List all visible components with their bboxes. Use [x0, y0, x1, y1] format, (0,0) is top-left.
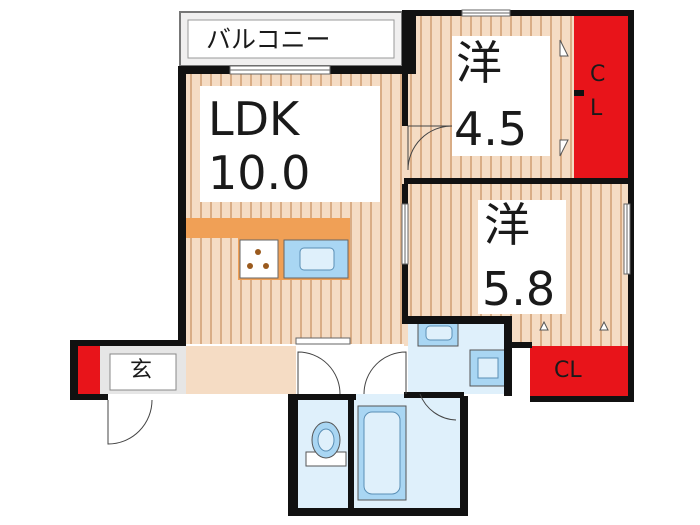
- balcony-label: バルコニー: [206, 25, 331, 54]
- washing-machine-space: [469, 349, 507, 387]
- corridor-floor: [186, 346, 408, 394]
- entrance-shoe-cabinet: [78, 346, 100, 394]
- entrance-floor: [100, 346, 186, 394]
- closet-1-label-c: C: [590, 62, 606, 87]
- windows: [229, 9, 631, 345]
- entrance-label: 玄: [130, 358, 153, 383]
- western-room-2-size: 5.8: [482, 262, 556, 316]
- closet-2: [530, 346, 630, 396]
- ldk-room-size: 10.0: [208, 146, 311, 200]
- western-room-1-size: 4.5: [454, 102, 528, 156]
- western-room-1-name: 洋: [456, 36, 502, 90]
- label-backgrounds: [200, 36, 566, 314]
- door-swings: [107, 125, 457, 445]
- ldk-room-name: LDK: [208, 92, 300, 146]
- walls: [70, 10, 634, 516]
- closet-2-label: CL: [554, 358, 582, 383]
- bathtub: [357, 405, 407, 501]
- toilet: [305, 421, 347, 467]
- closet-1-label-l: L: [590, 96, 603, 121]
- closet-door-marks: [539, 39, 609, 331]
- kitchen-counter: [186, 218, 350, 280]
- washbasin: [417, 321, 459, 347]
- balcony: [179, 11, 403, 67]
- closet-1: [574, 14, 628, 180]
- western-room-2-name: 洋: [484, 198, 530, 252]
